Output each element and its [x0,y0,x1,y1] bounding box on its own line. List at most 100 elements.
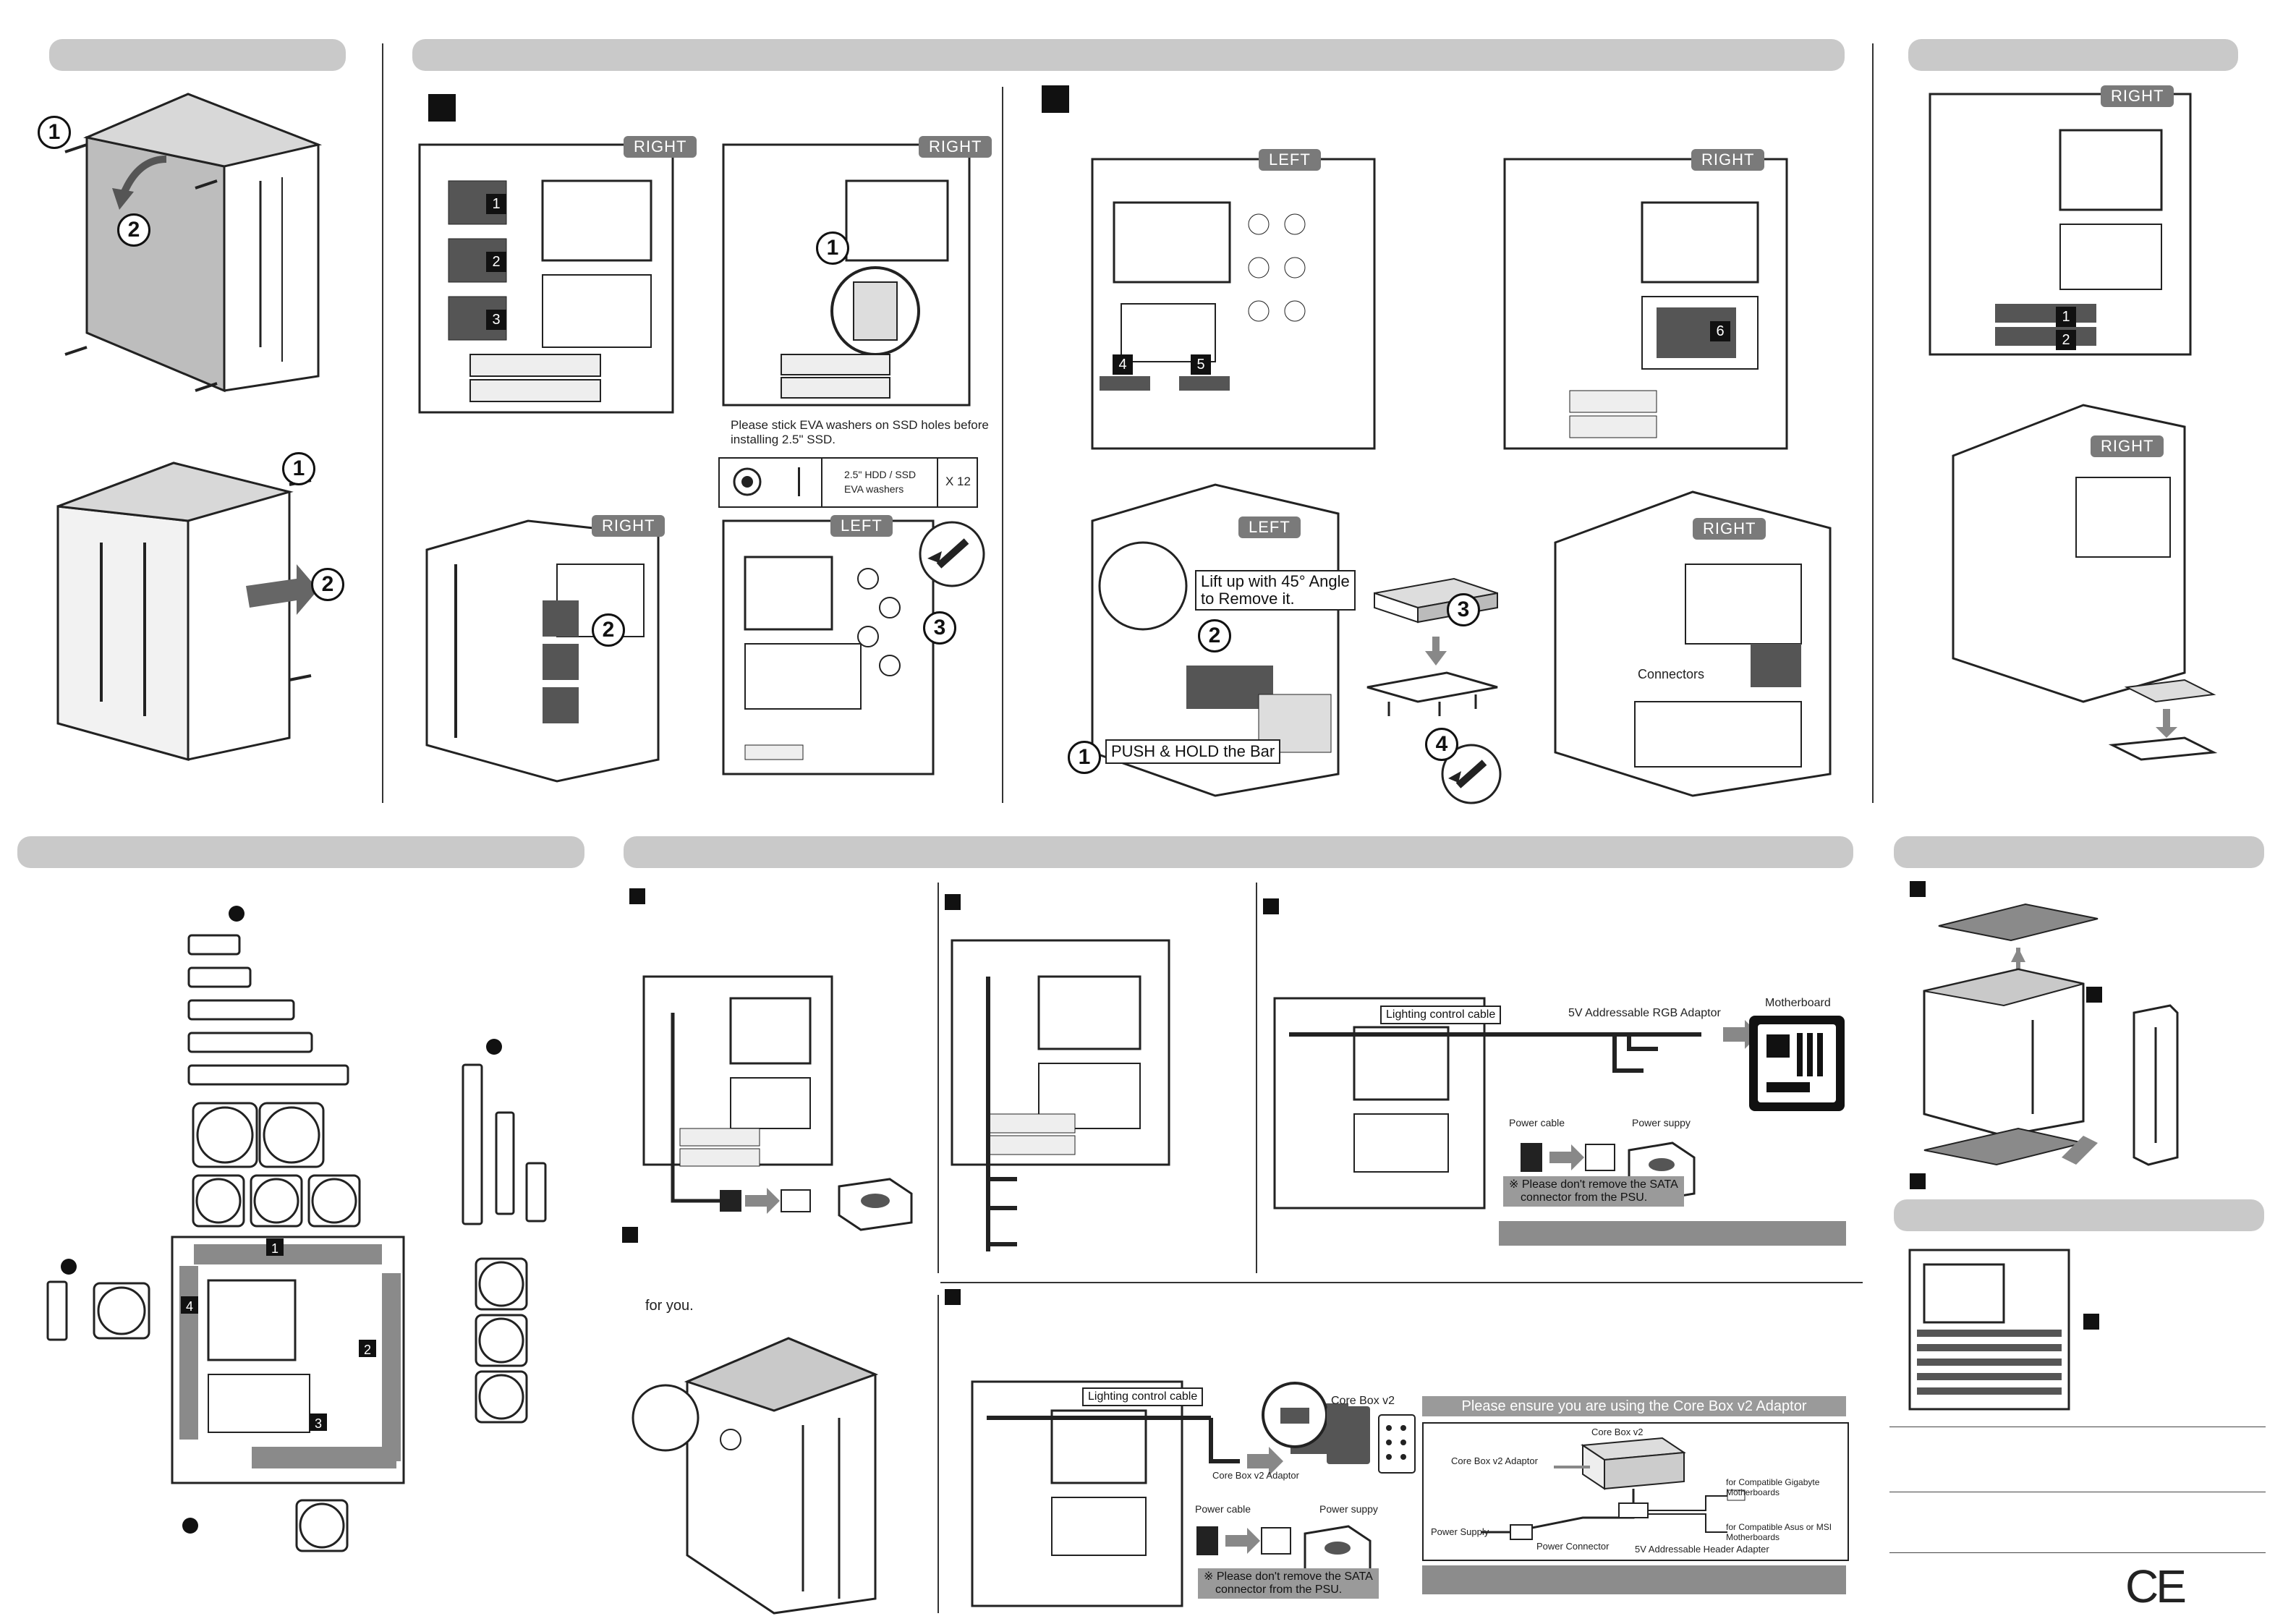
case-side-tag: RIGHT [1691,149,1765,171]
lift-angle-label: Lift up with 45° Angle to Remove it. [1195,570,1356,611]
bottom-fan-icon [295,1499,349,1552]
ssd-slot-marker: 1 [486,194,506,214]
hdd-slot-marker: 1 [2056,307,2076,327]
section-header-expansion-slots [1894,1199,2264,1231]
rgb-sata-warning-line1: ※ Please don't remove the SATA [1509,1178,1678,1191]
section-marker [1910,881,1926,897]
case-right-ssd-mount-illustration [425,519,660,783]
corebox-device-icon [1327,1406,1416,1474]
eva-note-line1: Please stick EVA washers on SSD holes be… [731,418,989,432]
case-side-tag: LEFT [830,515,893,537]
section-header-panel-removal [49,39,346,71]
diagram-gigabyte-line2: Motherboards [1726,1487,1780,1497]
diagram-asus-line2: Motherboards [1726,1532,1780,1542]
step-callout: 2 [592,613,625,647]
corebox-sata-warning-line1: ※ Please don't remove the SATA [1204,1570,1373,1583]
section-marker [2083,1314,2099,1330]
eva-washer-icon [733,467,762,496]
case-steel-panel-illustration [56,462,318,761]
divider [1256,883,1257,1273]
section-marker [945,894,961,910]
for-you-text: for you. [645,1298,694,1314]
hdd-slot-marker: 2 [2056,330,2076,350]
eva-label-line1: 2.5" HDD / SSD [844,469,917,480]
divider [382,43,383,803]
step-callout: 3 [1447,593,1480,626]
case-right-hdd-connectors-illustration [1554,490,1832,797]
section-header-filters [1894,836,2264,868]
case-adaptor-wiring-illustration [1273,997,1759,1210]
case-glass-panel-illustration [64,93,323,393]
divider [937,1295,939,1613]
divider [940,1282,1863,1283]
divider [1872,43,1874,803]
diagram-adaptor-label: Core Box v2 Adaptor [1451,1455,1538,1466]
case-side-tag: LEFT [1238,516,1301,538]
case-left-ssd-screw-illustration [722,519,935,775]
screwdriver-icon [1441,744,1502,804]
push-bar-label: PUSH & HOLD the Bar [1105,739,1281,764]
diagram-gigabyte-line1: for Compatible Gigabyte [1726,1477,1820,1487]
case-side-tag: RIGHT [624,136,697,158]
case-left-hdd-illustration [1091,158,1376,450]
section-marker [182,1518,198,1534]
divider [1002,87,1003,803]
corebox-sata-warning-line2: connector from the PSU. [1215,1583,1343,1596]
eva-note-line2: installing 2.5" SSD. [731,433,836,446]
case-right-hdd-remove-illustration [1952,404,2218,761]
side-fan-icon-group [475,1257,528,1424]
case-right-eva-washer-illustration [722,143,971,407]
case-psu-sata-connection-illustration [642,975,913,1231]
step-callout: 4 [1425,728,1458,761]
hdd-slot-marker: 4 [1113,354,1133,375]
section-header-hdd-bay [1908,39,2238,71]
step-callout: 1 [282,452,315,485]
corebox-lighting-cable-label: Lighting control cable [1082,1387,1204,1406]
fan-zone-marker: 1 [266,1238,284,1256]
lift-angle-line2: to Remove it. [1201,590,1295,608]
section-marker [629,888,645,904]
side-radiator-icon [462,1063,547,1225]
step-callout: 1 [38,116,71,149]
step-callout: 2 [1198,619,1231,652]
section-marker [1263,898,1279,914]
rgb-adaptor-label: 5V Addressable RGB Adaptor [1568,1007,1721,1019]
corebox-power-cable-label: Power cable [1195,1503,1251,1515]
diagram-power-connector-label: Power Connector [1536,1541,1610,1552]
case-side-tag: RIGHT [592,515,666,537]
section-marker [486,1039,502,1055]
case-cable-routing-illustration [951,939,1170,1251]
table-cell-divider [937,459,938,506]
section-header-fan-support [17,836,584,868]
corebox-sata-warning: ※ Please don't remove the SATA connector… [1198,1568,1379,1599]
case-side-tag: RIGHT [919,136,992,158]
case-dust-filter-illustration [1923,903,2179,1166]
section-marker [1042,85,1069,113]
table-cell-divider [821,459,822,506]
section-marker [1910,1173,1926,1189]
case-rgb-button-illustration [632,1337,879,1615]
corebox-adaptor-label: Core Box v2 Adaptor [1212,1470,1299,1481]
diagram-header-adapter-label: 5V Addressable Header Adapter [1635,1544,1769,1555]
corebox-title-label: Core Box v2 [1331,1395,1395,1407]
section-marker [61,1259,77,1275]
radiator-sizes-icon [187,934,349,1086]
step-callout: 2 [117,213,150,247]
divider [937,883,939,1273]
lift-angle-line1: Lift up with 45° Angle [1201,572,1350,590]
section-marker [2086,987,2102,1003]
fan-icon-group [192,1102,361,1228]
section-marker [945,1289,961,1305]
rgb-note-bar [1499,1221,1846,1246]
diagram-power-supply-label: Power Supply [1431,1526,1489,1537]
table-cell-divider [798,467,800,496]
ssd-slot-marker: 2 [486,252,506,272]
ssd-slot-marker: 3 [486,310,506,330]
diagram-asus-line1: for Compatible Asus or MSI [1726,1522,1832,1532]
lighting-cable-label: Lighting control cable [1380,1006,1502,1024]
corebox-adaptor-schematic [1481,1437,1746,1540]
divider [1889,1552,2266,1553]
corebox-adaptor-diagram [1422,1422,1849,1561]
screwdriver-icon [919,521,985,587]
fan-zone-marker: 3 [310,1413,327,1431]
